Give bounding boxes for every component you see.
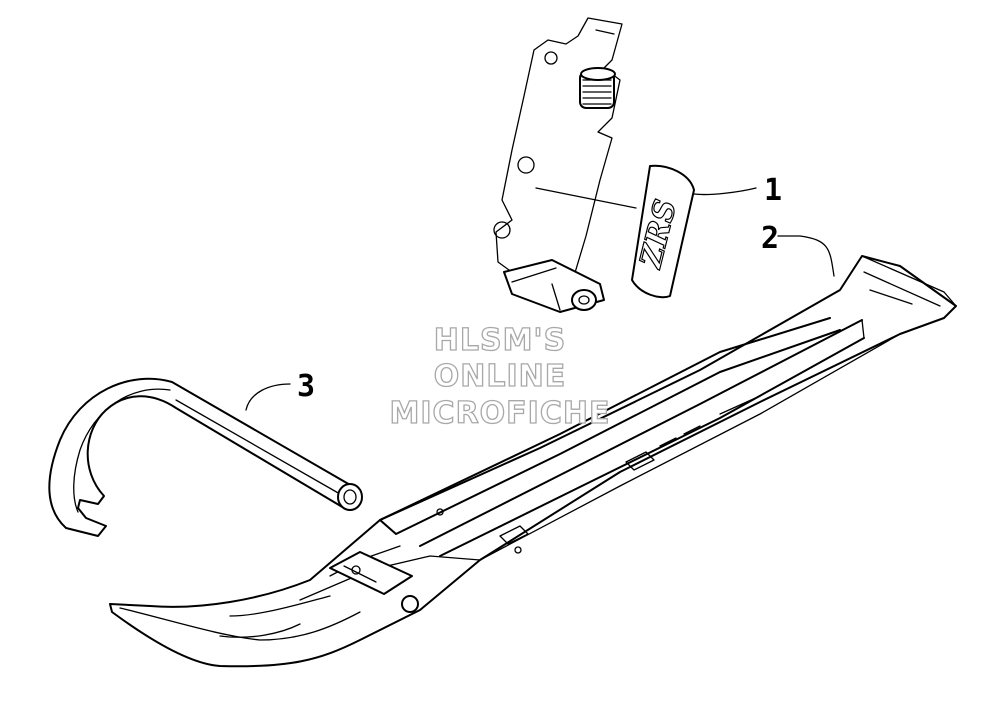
decal-logo-text: ZRS — [633, 196, 684, 272]
decal-part: ZRS — [631, 164, 695, 299]
ski-part — [109, 255, 957, 668]
callout-3: 3 — [297, 369, 315, 404]
callout-2: 2 — [761, 221, 779, 256]
callout-1: 1 — [764, 173, 782, 208]
leader-lines — [245, 187, 835, 411]
watermark-line-1: HLSM'S — [434, 323, 566, 358]
spindle-phantom — [493, 17, 637, 313]
watermark-line-3: MICROFICHE — [390, 396, 611, 431]
watermark-line-2: ONLINE — [434, 359, 567, 394]
ski-loop-part — [48, 377, 363, 537]
